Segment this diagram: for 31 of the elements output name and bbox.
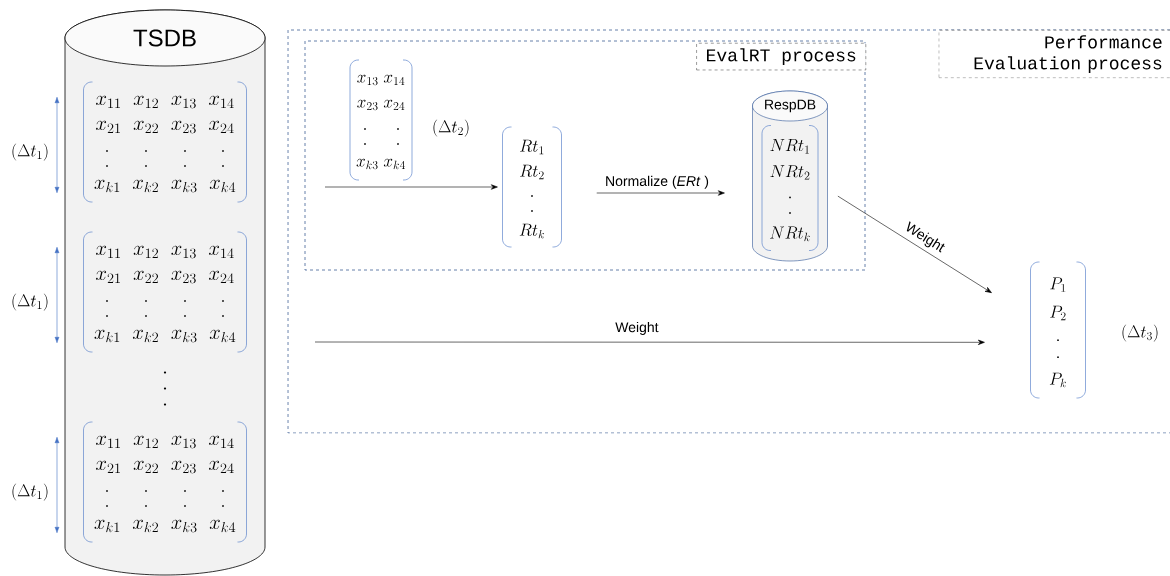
arrow — [837, 195, 992, 293]
matrix: $NRt_{1}$ $NRt_{2}$ $NRt_{k}$ — [761, 125, 819, 251]
node-label: $NRt_{k}$ — [770, 226, 810, 242]
matrix: $x_{11}\;\;x_{12}\;\;x_{13}\;\;x_{14}$ $x_{21}\;\;x_{22}\;\;x_{23}\;\;x_{24}$ $x_{k1}\;\;x_{k2}\;\;x_{k3}\;\;x_{k4}$ — [83, 421, 247, 543]
arrow — [596, 190, 725, 196]
arrow — [314, 339, 985, 345]
time-window-label: $(\Delta t_{1})$ — [12, 293, 48, 311]
process-label: Performance Evaluation process — [938, 30, 1170, 79]
node-label: $NRt_{1}$ — [770, 139, 809, 154]
node-label: $NRt_{2}$ — [770, 165, 810, 180]
edge-label: Weight — [614, 320, 660, 336]
node-label: $Rt_{1}$ — [520, 139, 544, 155]
time-window-label: $(\Delta t_{3})$ — [1122, 324, 1158, 342]
arrow — [324, 184, 498, 190]
node-label: $x_{k3}\;x_{k4}$ — [356, 158, 406, 170]
node-label: $x_{13}\;x_{14}$ — [357, 74, 405, 86]
time-window-label: $(\Delta t_{1})$ — [12, 483, 48, 501]
matrix: $x_{11}\;\;x_{12}\;\;x_{13}\;\;x_{14}$ $x_{21}\;\;x_{22}\;\;x_{23}\;\;x_{24}$ $x_{k1}\;\;x_{k2}\;\;x_{k3}\;\;x_{k4}$ — [83, 231, 247, 353]
process-label: EvalRT process — [696, 43, 866, 71]
time-window-label: $(\Delta t_{1})$ — [12, 143, 48, 161]
node-label: $P_{k}$ — [1049, 372, 1066, 388]
node-label: $P_{1}$ — [1050, 277, 1066, 292]
node-label: $P_{2}$ — [1050, 305, 1066, 321]
node-label: $Rt_{k}$ — [519, 223, 545, 239]
node-label: $Rt_{2}$ — [520, 164, 544, 180]
matrix: $P_{1}$ $P_{2}$ $P_{k}$ — [1030, 261, 1086, 399]
node-label: $x_{23}\;x_{24}$ — [357, 99, 405, 111]
matrix: $Rt_{1}$ $Rt_{2}$ $Rt_{k}$ — [502, 126, 562, 248]
matrix: $x_{13}\;x_{14}$ $x_{23}\;x_{24}$ $x_{k3}\;x_{k4}$ — [349, 59, 413, 181]
time-window-label: $(\Delta t_{2})$ — [433, 119, 469, 137]
edge-label: Normalize (ERt ) — [604, 174, 710, 190]
